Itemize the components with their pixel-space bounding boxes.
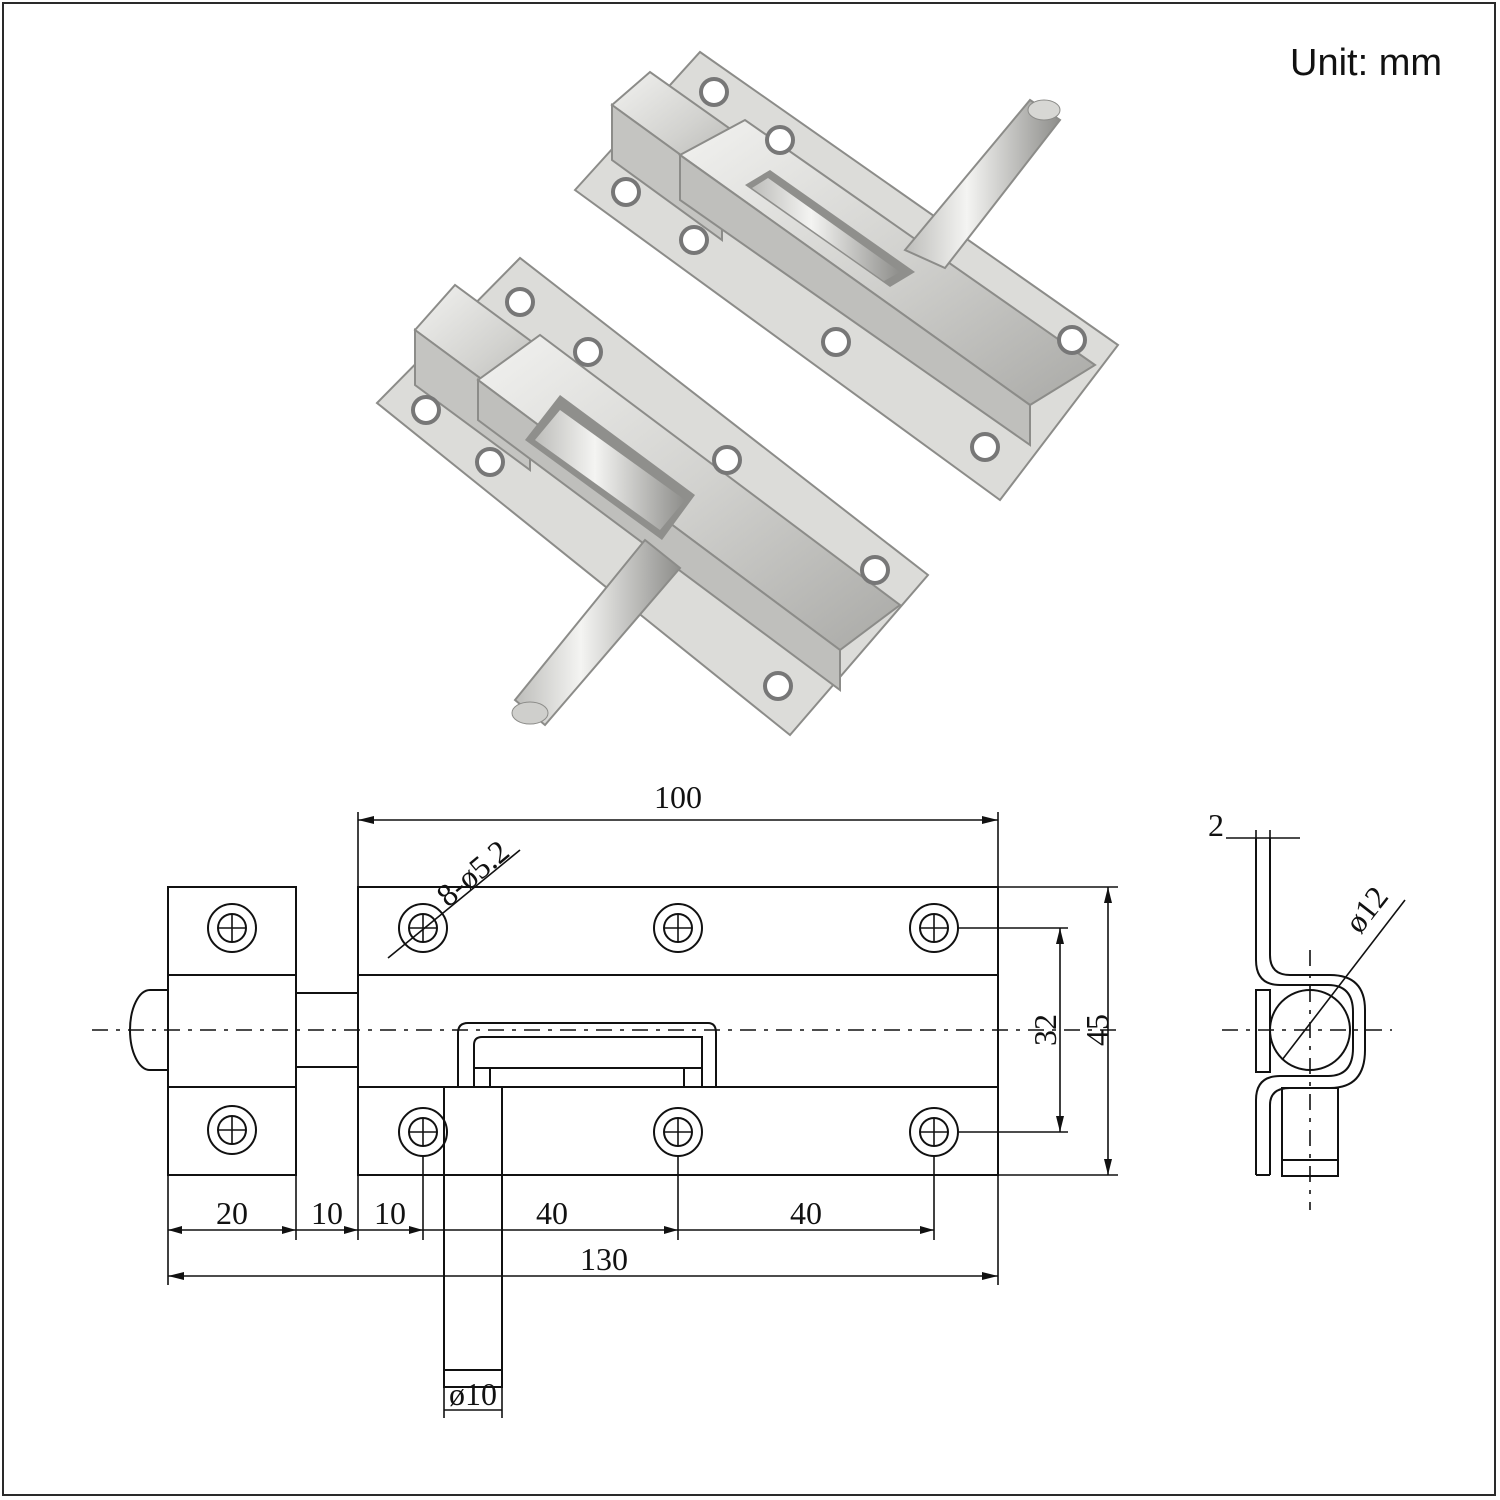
keeper-bottom bbox=[167, 1086, 297, 1176]
dim-100: 100 bbox=[357, 779, 999, 887]
dim-label-32: 32 bbox=[1027, 1014, 1063, 1046]
drawing-front-view: 100 8-ø5.2 32 45 bbox=[92, 779, 1120, 1418]
dim-label-handle-diameter: ø10 bbox=[449, 1376, 497, 1412]
dim-label-40b: 40 bbox=[790, 1195, 822, 1231]
dim-chain-bottom: 20 10 10 40 40 130 bbox=[167, 1156, 999, 1285]
handle bbox=[443, 1086, 503, 1388]
dim-label-hole-spec: 8-ø5.2 bbox=[429, 833, 515, 914]
keeper-middle bbox=[167, 974, 297, 1088]
drawing-side-view: 2 ø12 bbox=[1208, 807, 1406, 1210]
dim-label-100: 100 bbox=[654, 779, 702, 815]
product-photo-latch-front bbox=[375, 256, 930, 737]
dim-hole-spec: 8-ø5.2 bbox=[387, 833, 521, 959]
bolt-tip bbox=[129, 989, 168, 1071]
mounting-holes bbox=[207, 903, 959, 1157]
dim-label-130: 130 bbox=[580, 1241, 628, 1277]
dim-label-bolt-diameter: ø12 bbox=[1337, 879, 1395, 939]
dim-label-10b: 10 bbox=[374, 1195, 406, 1231]
slot-outline bbox=[457, 1022, 717, 1087]
dim-label-20: 20 bbox=[216, 1195, 248, 1231]
dim-label-45: 45 bbox=[1079, 1014, 1115, 1046]
unit-label: Unit: mm bbox=[1290, 42, 1442, 84]
product-photo-latch-back bbox=[573, 50, 1120, 502]
dim-label-thickness: 2 bbox=[1208, 807, 1224, 843]
dim-45: 45 bbox=[998, 886, 1118, 1176]
bolt-section bbox=[1269, 989, 1351, 1071]
dim-label-10a: 10 bbox=[311, 1195, 343, 1231]
dim-32: 32 bbox=[958, 927, 1068, 1133]
dim-label-40a: 40 bbox=[536, 1195, 568, 1231]
